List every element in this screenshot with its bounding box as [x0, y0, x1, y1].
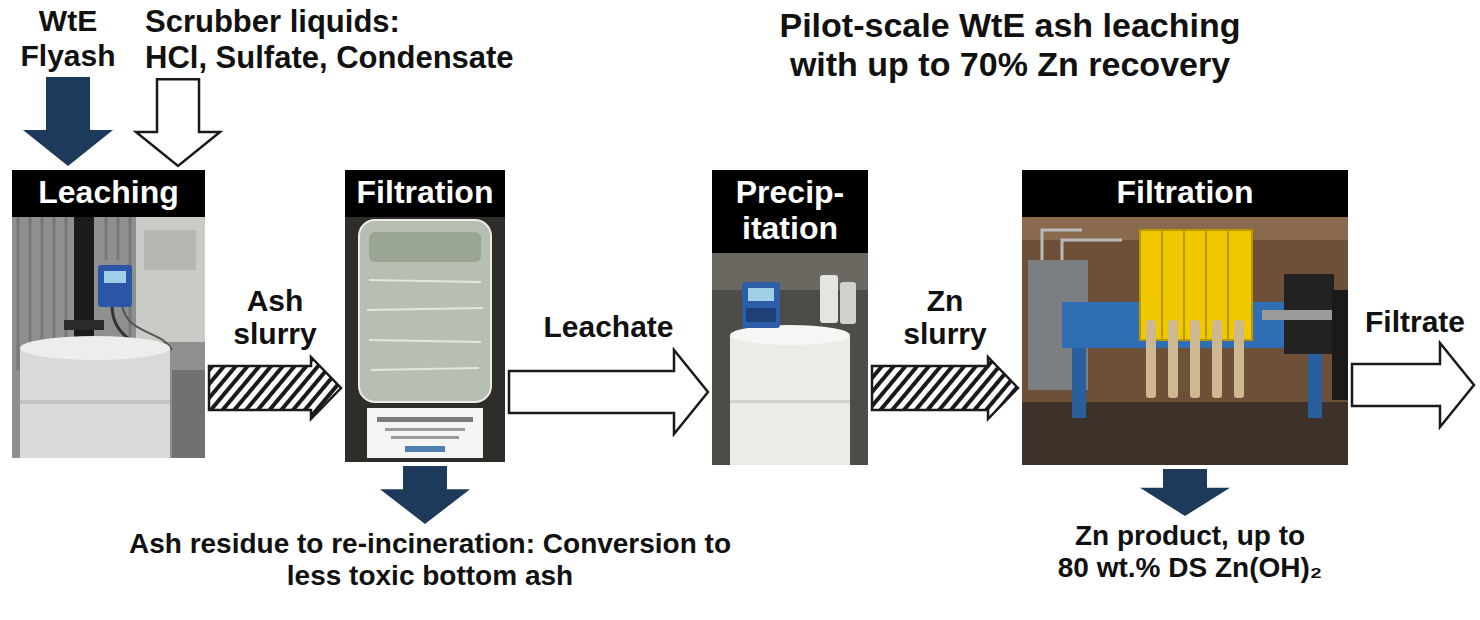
illustration-part	[385, 428, 465, 431]
illustration-part	[391, 436, 459, 439]
illustration-part	[369, 232, 481, 262]
illustration-part	[820, 275, 838, 323]
illustration-part	[172, 370, 205, 458]
illustration-part	[369, 280, 481, 282]
illustration-part	[746, 308, 776, 322]
illustration-part	[1168, 320, 1178, 398]
process-box: Leaching	[12, 170, 205, 458]
illustration-part	[367, 280, 483, 370]
illustration-part	[64, 320, 104, 330]
illustration-part	[1022, 402, 1348, 465]
illustration-part	[367, 308, 483, 310]
illustration-part	[748, 288, 774, 301]
step-heading: Leaching	[12, 170, 205, 217]
illustration-part	[1227, 230, 1229, 340]
illustration-part	[369, 340, 481, 342]
illustration-part	[144, 230, 196, 270]
illustration-part	[367, 408, 483, 458]
illustration-part	[840, 282, 856, 324]
illustration-part	[1234, 320, 1244, 398]
io-label: WtE Flyash	[8, 4, 128, 73]
flow-arrow	[209, 357, 341, 419]
illustration-part	[359, 220, 491, 402]
illustration-part	[20, 348, 170, 458]
illustration-part	[371, 368, 479, 370]
illustration-part	[742, 282, 780, 328]
illustration-part	[345, 170, 505, 462]
flow-label: Ash slurry	[219, 284, 331, 351]
illustration-part	[1212, 320, 1222, 398]
io-label: Scrubber liquids:	[145, 4, 565, 40]
illustration-part	[1332, 290, 1348, 400]
flow-arrow	[872, 357, 1018, 419]
flow-arrow	[380, 466, 470, 524]
flow-arrow	[136, 79, 220, 166]
step-heading: Filtration	[1022, 170, 1348, 217]
flow-label: Zn slurry	[889, 284, 1001, 351]
io-text: Scrubber liquids:HCl, Sulfate, Condensat…	[145, 4, 565, 75]
step-heading: Filtration	[345, 170, 505, 217]
illustration-part	[405, 446, 445, 452]
illustration-part	[1146, 320, 1156, 398]
illustration-part	[1022, 170, 1348, 465]
flow-label: Leachate	[543, 310, 673, 344]
io-detail: HCl, Sulfate, Condensate	[145, 40, 565, 76]
illustration-part	[730, 335, 850, 465]
illustration-part	[1183, 230, 1185, 340]
illustration-part	[20, 400, 170, 404]
illustration-part	[20, 336, 170, 360]
diagram-title: Pilot-scale WtE ash leaching with up to …	[745, 6, 1275, 84]
io-label: Zn product, up to 80 wt.% DS Zn(OH)₂	[1040, 520, 1340, 584]
outflow-arrow	[1352, 343, 1474, 427]
flow-arrow	[1140, 469, 1230, 516]
io-label: Ash residue to re-incineration: Conversi…	[110, 528, 750, 592]
io-text: WtE Flyash	[8, 4, 128, 73]
illustration-part	[1262, 310, 1342, 320]
illustration-part	[1161, 230, 1163, 340]
illustration-part	[1062, 240, 1122, 260]
io-text: Zn product, up to 80 wt.% DS Zn(OH)₂	[1040, 520, 1340, 584]
illustration-part	[730, 400, 850, 403]
illustration-part	[98, 265, 132, 307]
flow-arrow	[23, 77, 113, 166]
illustration-part	[1146, 320, 1244, 398]
illustration-part	[12, 170, 205, 458]
flow-note: Filtrate	[1355, 305, 1475, 340]
illustration-part	[1308, 348, 1322, 418]
illustration-part	[104, 271, 126, 283]
process-box: Precip- itation	[712, 170, 868, 465]
io-text: Ash residue to re-incineration: Conversi…	[110, 528, 750, 592]
illustration-part	[712, 170, 868, 290]
illustration-part	[1205, 230, 1207, 340]
illustration-part	[712, 170, 868, 465]
illustration-part	[1042, 230, 1122, 260]
illustration-part	[377, 417, 473, 422]
process-box: Filtration	[345, 170, 505, 462]
illustration-part	[1190, 320, 1200, 398]
process-box: Filtration	[1022, 170, 1348, 465]
illustration-part	[1072, 348, 1086, 418]
step-heading: Precip- itation	[712, 170, 868, 253]
flow-arrow	[509, 350, 708, 434]
